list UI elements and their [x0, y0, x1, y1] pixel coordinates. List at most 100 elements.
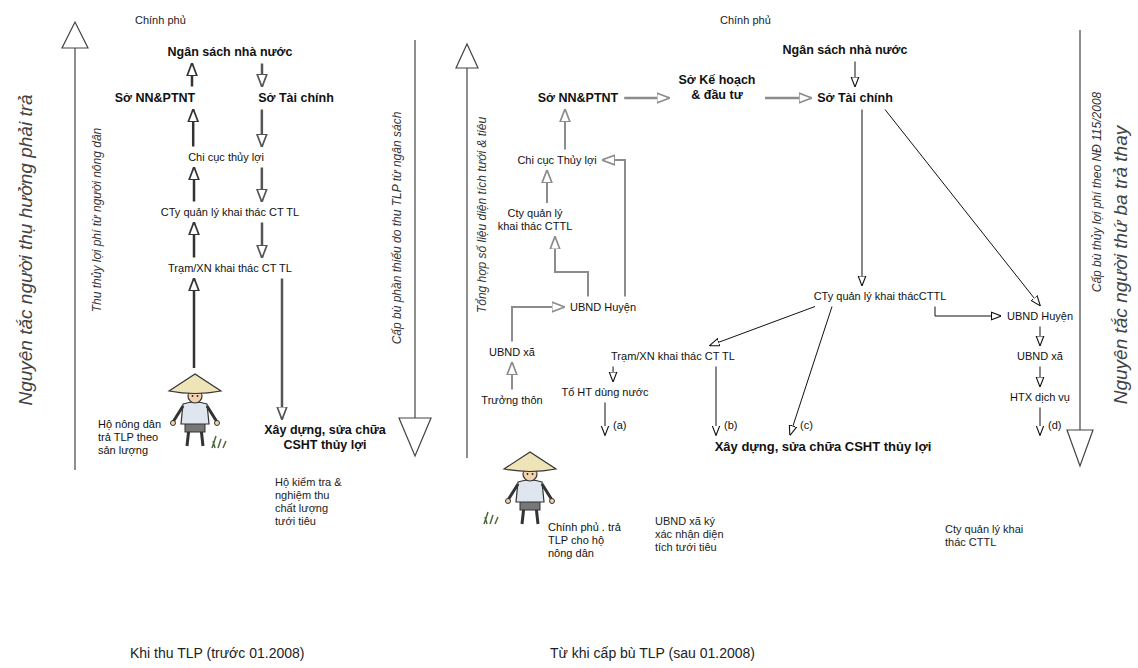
flow-label: Tổng hợp số liệu diện tích tưới & tiêu [475, 117, 489, 313]
node-text: UBND xã [489, 346, 535, 359]
flow-arrow [192, 110, 195, 147]
flow-label: Cấp bù phần thiếu do thu TLP từ ngân sác… [390, 112, 404, 345]
flow-node: Ngân sách nhà nước [164, 43, 297, 62]
flow-arrow [261, 110, 264, 147]
flow-label: Cấp bù thủy lợi phí theo NĐ 115/2008 [1090, 92, 1104, 293]
flow-node: Chi cục Thủy lợi [513, 152, 600, 169]
flow-arrow [1040, 367, 1041, 387]
flow-node: Sở NN&PTNT [111, 89, 199, 108]
node-text: Sở Tài chính [817, 91, 893, 106]
big-arrow-head [399, 418, 431, 456]
big-arrow-shaft [466, 68, 467, 458]
flow-node: HTX dịch vụ [1006, 389, 1074, 406]
grass-tuft [484, 512, 498, 524]
flow-arrow [191, 64, 194, 87]
node-text: HTX dịch vụ [1010, 391, 1070, 404]
panel-caption: Khi thu TLP (trước 01.2008) [130, 645, 304, 662]
edge-label: (a) [612, 419, 627, 432]
node-text: CTy quản lý khai thác CT TL [161, 206, 299, 219]
flow-node: Tổ HT dùng nước [557, 384, 652, 401]
node-text: Trưởng thôn [481, 394, 542, 407]
panel-caption: Từ khi cấp bù TLP (sau 01.2008) [550, 645, 755, 662]
flow-arrow [1040, 327, 1041, 346]
flow-node: Sở Kế hoạch & đầu tư [671, 71, 763, 105]
big-arrow-head [456, 44, 478, 68]
farmer-figure [504, 452, 556, 524]
flow-arrow [603, 160, 625, 297]
flow-arrow [281, 279, 284, 420]
node-text: Sở Tài chính [258, 91, 334, 106]
flow-arrow [555, 237, 588, 297]
node-text: Chi cục thủy lợi [188, 151, 264, 164]
flow-arrow [564, 110, 566, 150]
node-text: Chi cục Thủy lợi [517, 154, 596, 167]
flow-arrow [885, 110, 1040, 306]
node-text: Chính phủ . trả TLP cho hộ nông dân [548, 521, 630, 560]
flow-node: UBND Huyện [566, 299, 640, 316]
big-arrow-head [1067, 430, 1093, 466]
node-text: Sở Kế hoạch & đầu tư [675, 73, 759, 103]
flow-node: Chi cục thủy lợi [184, 149, 268, 166]
big-arrow-shaft [414, 40, 415, 418]
annotation: Hộ kiểm tra & nghiệm thu chất lượng tưới… [275, 476, 347, 528]
node-text: Ngân sách nhà nước [168, 45, 293, 60]
farmer-node: Chính phủ . trả TLP cho hộ nông dân [498, 455, 633, 562]
farmer-figure [169, 374, 221, 446]
annotation: Cty quản lý khai thác CTTL [945, 523, 1030, 549]
node-text: CTy quản lý khai thácCTTL [814, 290, 947, 303]
flow-node: Sở Tài chính [813, 89, 897, 108]
flow-node: Ngân sách nhà nước [779, 41, 912, 60]
node-text: Trạm/XN khai thác CT TL [168, 262, 292, 275]
node-text: Sở NN&PTNT [538, 91, 618, 106]
flow-arrow [613, 367, 614, 382]
flow-arrow [193, 279, 196, 369]
flow-arrow [605, 403, 606, 436]
flow-arrow [512, 307, 564, 342]
flow-node: UBND Huyện [1003, 308, 1077, 325]
flow-arrow [511, 363, 513, 390]
flow-label: Thu thủy lợi phí từ người nông dân [90, 128, 104, 313]
flow-arrow [935, 307, 1001, 317]
principle-label: Nguyên tắc người thụ hưởng phải trả [14, 94, 37, 405]
flow-node: Xây dựng, sửa chữa CSHT thủy lợi [255, 421, 395, 455]
flow-arrow [193, 168, 196, 202]
flow-arrow [624, 97, 669, 100]
flow-arrow [193, 223, 196, 258]
grass-tuft [212, 436, 226, 448]
node-text: UBND xã [1017, 350, 1063, 363]
flow-arrow [765, 97, 811, 100]
flow-node: UBND xã [1013, 348, 1067, 365]
big-arrow-shaft [1079, 30, 1080, 430]
farmer-node: Hộ nông dân trả TLP theo sản lượng [95, 370, 225, 459]
flow-node: Trưởng thôn [477, 392, 546, 409]
flow-arrow [261, 223, 264, 258]
node-text: Cty quản lý khai thác CTTL [496, 207, 574, 233]
flow-arrow [710, 307, 815, 346]
flow-node: CTy quản lý khai thác CT TL [157, 204, 303, 221]
flow-node: Trạm/XN khai thác CT TL [607, 348, 739, 365]
node-text: Xây dựng, sửa chữa CSHT thủy lợi [259, 423, 391, 453]
big-arrow-shaft [74, 48, 75, 470]
node-text: Trạm/XN khai thác CT TL [611, 350, 735, 363]
big-arrow-head [62, 22, 88, 48]
edge-label: (c) [799, 419, 814, 432]
flow-arrow [546, 171, 548, 204]
principle-label: Nguyên tắc người thứ ba trả thay [1109, 126, 1132, 405]
flow-node: Sở NN&PTNT [534, 89, 622, 108]
flow-node: CTy quản lý khai thácCTTL [810, 288, 951, 305]
flow-arrow [790, 307, 832, 436]
node-text: UBND Huyện [570, 301, 636, 314]
flow-arrow [855, 62, 856, 87]
node-text: Xây dựng, sửa chữa CSHT thủy lợi [596, 439, 1050, 455]
flow-arrow [261, 64, 264, 87]
flow-arrow [1040, 408, 1041, 436]
edge-label: (d) [1047, 419, 1062, 432]
flow-node: Trạm/XN khai thác CT TL [164, 260, 296, 277]
annotation: UBND xã ký xác nhận diện tích tưới tiêu [655, 515, 725, 554]
flow-arrow [716, 367, 717, 436]
header-label: Chính phủ [720, 14, 771, 27]
flow-arrow [862, 110, 863, 286]
node-text: Hộ nông dân trả TLP theo sản lượng [98, 418, 164, 457]
edge-label: (b) [723, 419, 738, 432]
